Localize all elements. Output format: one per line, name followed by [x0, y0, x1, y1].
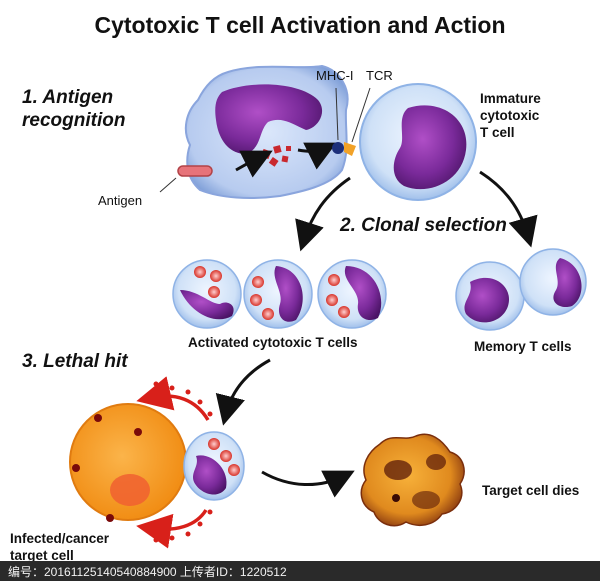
immature-t-cell [359, 83, 477, 201]
perforin-release [136, 376, 213, 549]
immature-nucleus [393, 105, 467, 190]
label-memory-t-cells: Memory T cells [474, 339, 572, 354]
label-activated-t-cells: Activated cytotoxic T cells [188, 335, 358, 350]
arrow-to-memory [479, 170, 538, 248]
step-clonal-selection: 2. Clonal selection [340, 215, 507, 236]
arrow-to-dead-cell [261, 470, 355, 498]
footer-text: 编号：20161125140540884900 上传者ID：1220512 [8, 565, 287, 579]
attacking-t-cell [183, 431, 245, 501]
memory-t-cells [455, 248, 587, 331]
memory-cell-1 [455, 261, 525, 331]
diagram-title: Cytotoxic T cell Activation and Action [94, 12, 506, 38]
activated-t-cells [172, 259, 387, 329]
antigen-rod [159, 165, 213, 193]
infected-target-cell [69, 403, 187, 522]
antigen-presenting-cell [184, 64, 349, 199]
step-lethal-hit: 3. Lethal hit [22, 351, 128, 372]
step-antigen-recognition: 1. Antigen recognition [22, 87, 126, 131]
label-mhc: MHC-I [316, 68, 354, 83]
activated-cell-1 [172, 259, 242, 329]
activated-cell-3 [317, 259, 387, 329]
tcr-receptor [344, 142, 356, 156]
mhc-tcr-complex [332, 87, 371, 156]
footer-bar [0, 561, 600, 581]
apc-nucleus [215, 84, 323, 154]
activated-cell-2 [243, 259, 313, 329]
arrow-to-lethal-hit [215, 358, 271, 426]
arrow-to-activated [295, 176, 351, 252]
label-antigen: Antigen [98, 193, 143, 208]
mhc-molecule [332, 142, 344, 154]
label-target-cell-dies: Target cell dies [482, 483, 580, 498]
label-tcr: TCR [366, 68, 393, 83]
memory-cell-2 [519, 248, 587, 316]
label-immature-t-cell: Immature cytotoxic T cell [480, 91, 541, 140]
dead-target-cell [360, 433, 465, 527]
label-infected-target-cell: Infected/cancer target cell [10, 531, 110, 563]
target-nucleus [110, 474, 150, 506]
